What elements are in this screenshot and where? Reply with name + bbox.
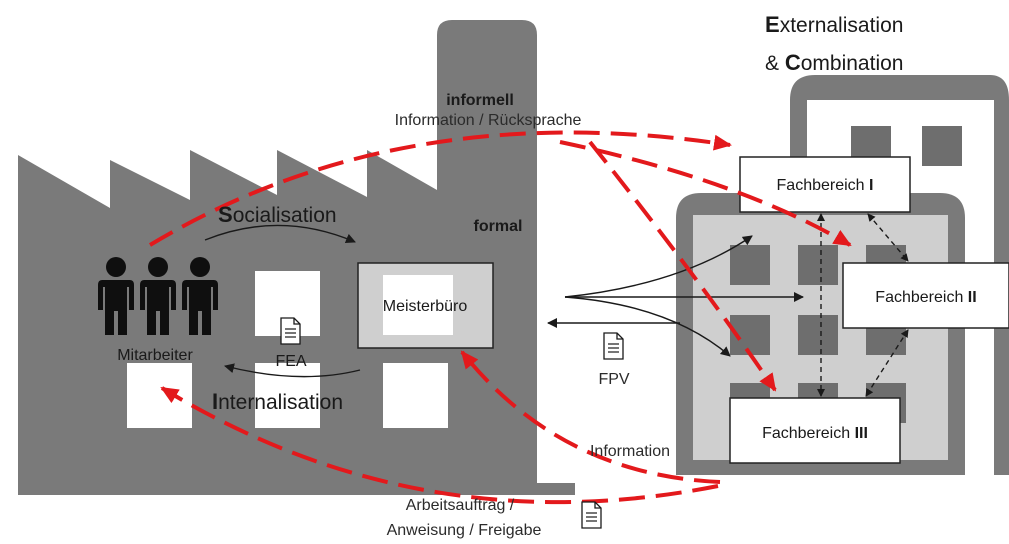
socialisation-arrow — [204, 224, 356, 244]
department-numeral: III — [855, 425, 868, 442]
informell-label: informell — [446, 92, 514, 109]
people-icon — [98, 257, 218, 335]
department-name: Fachbereich — [762, 425, 850, 442]
information-label: Information — [590, 443, 670, 460]
formal-label: formal — [474, 218, 523, 235]
department-numeral: II — [968, 289, 977, 306]
svg-text:Fachbereich I: Fachbereich I — [777, 177, 874, 194]
department-box-2: Fachbereich II — [842, 262, 1009, 329]
internalisation-label: Internalisation — [212, 389, 343, 414]
fpv-fan-arrows — [564, 235, 804, 357]
department-box-1: Fachbereich I — [739, 156, 911, 213]
internalisation-arrow — [224, 363, 361, 378]
department-box-3: Fachbereich III — [729, 397, 901, 464]
meisterbuero-box: Meisterbüro — [357, 262, 494, 349]
svg-text:Fachbereich II: Fachbereich II — [875, 289, 976, 306]
meisterbuero-label: Meisterbüro — [383, 298, 468, 315]
socialisation-label: Socialisation — [218, 202, 337, 227]
department-links — [817, 213, 909, 397]
svg-text:Fachbereich III: Fachbereich III — [762, 425, 868, 442]
internalisation-rest: nternalisation — [218, 391, 343, 414]
socialisation-rest: ocialisation — [233, 204, 337, 227]
document-icon — [581, 501, 602, 529]
combination-title: & Combination — [765, 50, 903, 75]
department-name: Fachbereich — [777, 177, 865, 194]
internalisation-cap: I — [212, 389, 218, 414]
department-numeral: I — [869, 177, 873, 194]
title-rest-1: xternalisation — [780, 14, 904, 37]
mitarbeiter-label: Mitarbeiter — [117, 347, 193, 364]
arbeitsauftrag-line1: Arbeitsauftrag / — [406, 497, 515, 514]
arbeitsauftrag-line2: Anweisung / Freigabe — [387, 522, 542, 539]
externalisation-title: Externalisation — [765, 12, 903, 37]
title-cap-e: E — [765, 12, 780, 37]
socialisation-cap: S — [218, 202, 233, 227]
title-cap-c: C — [785, 50, 801, 75]
red-informal-arrows — [148, 130, 852, 392]
information-ruecksprache-label: Information / Rücksprache — [395, 112, 582, 129]
title-amp: & — [765, 52, 785, 75]
document-icon — [280, 317, 301, 345]
document-icon — [603, 332, 624, 360]
fea-label: FEA — [275, 353, 306, 370]
fpv-label: FPV — [598, 371, 629, 388]
red-return-arrows — [160, 350, 721, 505]
department-name: Fachbereich — [875, 289, 963, 306]
title-rest-2: ombination — [801, 52, 904, 75]
